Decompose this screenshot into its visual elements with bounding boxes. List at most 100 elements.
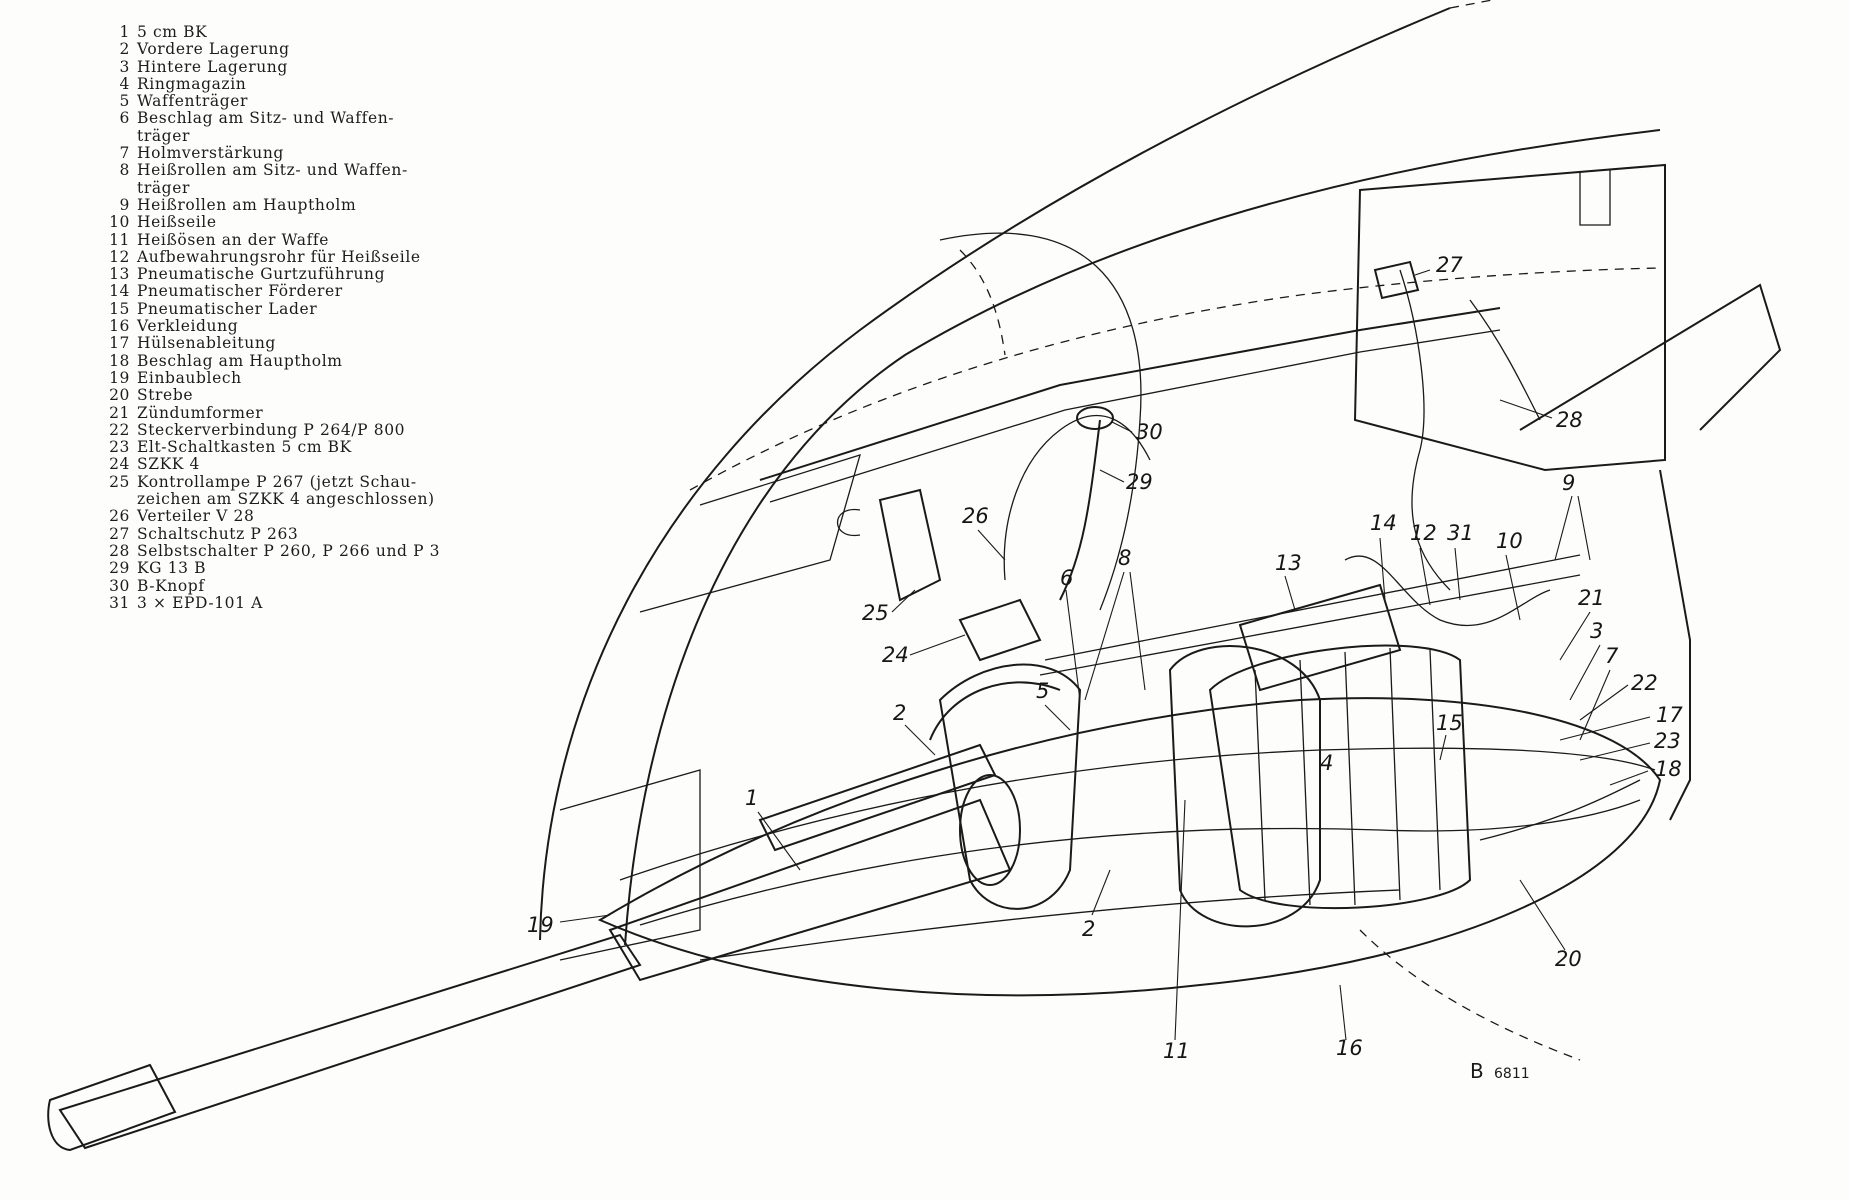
callout-label: 19 — [527, 913, 554, 937]
fuselage-right-wall — [1659, 469, 1691, 821]
upper-canopy-contour — [539, 7, 1451, 941]
gun-barrel — [58, 933, 642, 1150]
leader-line — [559, 914, 611, 923]
legend-number: 30 — [109, 576, 130, 595]
callout-label: 15 — [1436, 711, 1463, 735]
stick-grip — [1076, 406, 1114, 430]
leader-line — [1577, 495, 1591, 561]
leader-line — [1499, 399, 1553, 419]
callout-label: 2 — [1082, 917, 1095, 941]
cockpit-rail — [769, 329, 1501, 503]
windscreen-frame — [624, 129, 1661, 946]
legend-number: 10 — [109, 213, 130, 232]
pneumatic-feed — [1238, 555, 1551, 692]
legend-number: 9 — [119, 195, 130, 214]
legend-text: KG 13 B — [137, 559, 207, 578]
leader-line — [1174, 799, 1186, 1041]
legend-text: Pneumatische Gurtzuführung — [137, 265, 386, 284]
legend-number: 24 — [109, 455, 130, 474]
legend-text: B-Knopf — [137, 576, 205, 595]
gun-mounts — [929, 645, 1321, 928]
legend-number: 18 — [109, 351, 130, 370]
callout-label: 26 — [962, 504, 989, 528]
leader-line — [1579, 684, 1629, 721]
drum-rib — [1344, 651, 1356, 906]
feed-hose — [1344, 555, 1551, 627]
legend-number: 20 — [109, 386, 130, 405]
callout-label: 6 — [1060, 566, 1073, 590]
legend-number: 3 — [119, 57, 130, 76]
callout-label: 4 — [1320, 751, 1333, 775]
legend-text: Heißseile — [137, 213, 217, 232]
legend-item: 30 B-Knopf — [104, 576, 504, 595]
callout-label: 25 — [862, 601, 889, 625]
leader-line — [1579, 742, 1651, 761]
callout-label: 16 — [1336, 1036, 1363, 1060]
callout-label: 28 — [1556, 408, 1583, 432]
plate-prefix: B — [1470, 1059, 1484, 1083]
canopy-glazing-arc — [939, 232, 1142, 611]
legend-text: Ringmagazin — [137, 74, 247, 93]
legend-item: 24 SZKK 4 — [104, 455, 504, 474]
fairing-outline — [597, 697, 1662, 997]
leader-line — [1414, 269, 1431, 276]
legend-item: 10 Heißseile — [104, 213, 504, 232]
ventral-fairing — [597, 697, 1662, 997]
legend-number: 28 — [109, 541, 130, 560]
legend-text: Heißrollen am Sitz- und Waffen- träger — [137, 161, 408, 197]
leader-line — [1505, 554, 1521, 621]
leader-line — [1129, 571, 1146, 691]
drum-rib — [1254, 669, 1266, 901]
legend-number: 23 — [109, 438, 130, 457]
leader-line — [1454, 547, 1461, 601]
legend-text: Strebe — [137, 386, 194, 405]
cockpit-equipment — [836, 260, 1641, 841]
legend-text: Kontrollampe P 267 (jetzt Schau- zeichen… — [137, 472, 435, 509]
leader-line — [1339, 984, 1347, 1041]
inner-hatch-dash-lower — [959, 249, 1006, 356]
inner-hatch-dash-upper — [689, 267, 1661, 491]
legend-number: 13 — [109, 265, 130, 284]
front-mount-arch — [929, 681, 1061, 741]
callout-label: 8 — [1118, 546, 1131, 570]
callout-label: 24 — [882, 643, 909, 667]
barrel-mount-tube — [608, 798, 1012, 982]
drum-rib — [1389, 647, 1401, 901]
legend-text: 3 × EPD-101 A — [137, 593, 263, 612]
legend-text: SZKK 4 — [137, 455, 200, 474]
legend-number: 27 — [109, 524, 130, 543]
callout-label: 10 — [1496, 529, 1523, 553]
legend-text: Beschlag am Sitz- und Waffen- träger — [137, 109, 395, 145]
leader-line — [891, 589, 916, 613]
legend-text: Waffenträger — [137, 92, 249, 111]
leader-line — [1579, 669, 1611, 741]
leader-lines — [559, 269, 1651, 1041]
legend-number: 1 — [119, 23, 130, 41]
electric-cable — [1469, 299, 1541, 421]
callout-label: 12 — [1410, 521, 1437, 545]
leader-line — [977, 529, 1006, 561]
legend-number: 12 — [109, 247, 130, 266]
leader-line — [1111, 421, 1133, 433]
electric-cable — [1003, 414, 1151, 581]
callout-label: 31 — [1447, 521, 1474, 545]
legend-item: 13 Pneumatische Gurtzuführung — [104, 265, 504, 284]
legend-number: 17 — [109, 334, 130, 353]
rear-bulkhead-notch — [1579, 170, 1611, 226]
callout-label: 7 — [1605, 644, 1619, 668]
fuselage-outline — [539, 0, 1782, 1061]
leader-line — [904, 724, 936, 756]
leader-line — [1569, 644, 1601, 701]
